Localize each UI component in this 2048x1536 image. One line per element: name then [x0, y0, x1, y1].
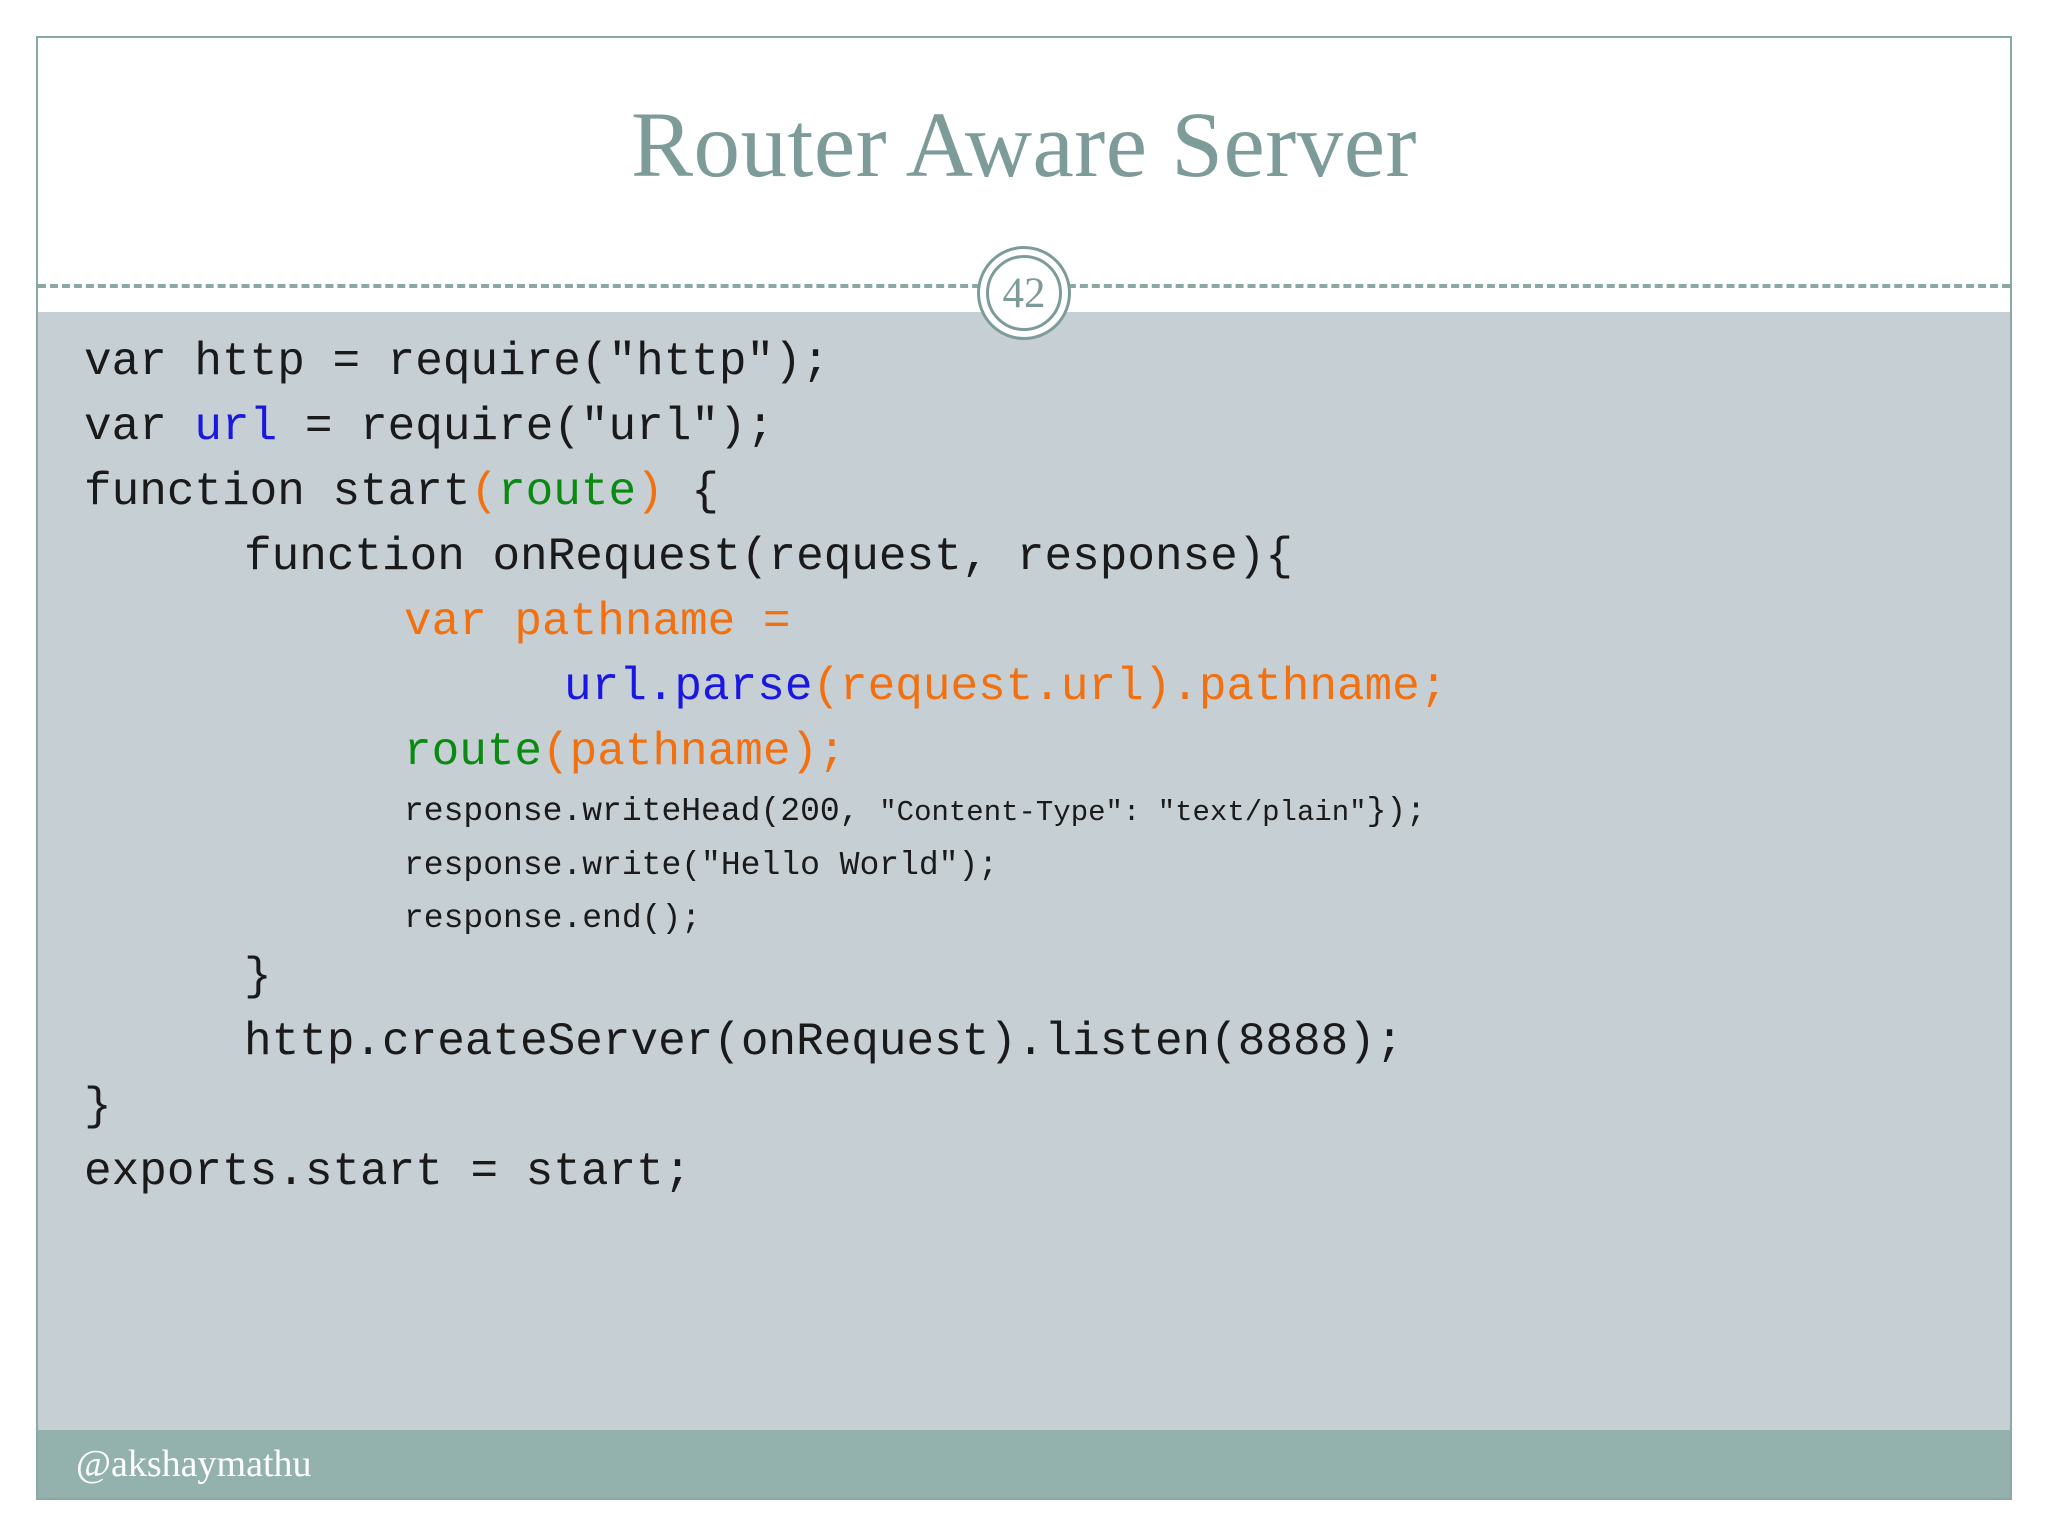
code-line: function start(route) { [84, 460, 2000, 525]
code-line: var pathname = [84, 590, 2000, 655]
page-number-badge-inner-ring: 42 [986, 255, 1062, 331]
code-token: var http = require("http"); [84, 336, 830, 388]
code-token: route [404, 726, 543, 778]
code-token: http.createServer(onRequest).listen(8888… [244, 1016, 1404, 1068]
code-line: response.end(); [84, 892, 2000, 945]
code-line: http.createServer(onRequest).listen(8888… [84, 1010, 2000, 1075]
code-token: } [244, 951, 272, 1003]
code-line: url.parse(request.url).pathname; [84, 655, 2000, 720]
code-line: function onRequest(request, response){ [84, 525, 2000, 590]
code-line: route(pathname); [84, 720, 2000, 785]
footer-bar: @akshaymathu [38, 1430, 2010, 1498]
code-line: exports.start = start; [84, 1140, 2000, 1205]
code-token: url [194, 401, 278, 453]
code-token: ) [636, 466, 664, 518]
code-line: response.write("Hello World"); [84, 839, 2000, 892]
code-token: response.write("Hello World"); [404, 847, 999, 884]
code-token: } [84, 1081, 112, 1133]
code-token: "Content-Type": "text/plain" [879, 796, 1367, 829]
code-token: { [663, 466, 719, 518]
code-listing: var http = require("http"); var url = req… [84, 330, 2000, 1205]
page-number-badge: 42 [977, 246, 1071, 340]
code-line: var url = require("url"); [84, 395, 2000, 460]
code-token: }); [1366, 793, 1426, 830]
page-number-label: 42 [1002, 269, 1046, 317]
code-line: var http = require("http"); [84, 330, 2000, 395]
code-line: response.writeHead(200, "Content-Type": … [84, 785, 2000, 839]
code-token: route [498, 466, 637, 518]
code-panel: var http = require("http"); var url = req… [38, 312, 2010, 1430]
code-line: } [84, 945, 2000, 1010]
code-token: ( [470, 466, 499, 518]
code-token: function onRequest(request, response){ [244, 531, 1293, 583]
author-handle: @akshaymathu [76, 1443, 312, 1485]
title-area: Router Aware Server [38, 38, 2010, 253]
code-token: var pathname = [404, 596, 791, 648]
code-token: = require("url"); [277, 401, 775, 453]
code-token: url.parse [564, 661, 813, 713]
code-token: function start [84, 466, 471, 518]
code-token: var [84, 401, 195, 453]
code-token: response.end(); [404, 900, 702, 937]
code-token: (request.url).pathname; [812, 661, 1448, 713]
code-token: (pathname); [542, 726, 846, 778]
code-token: response.writeHead(200, [404, 793, 880, 830]
page-title: Router Aware Server [630, 93, 1417, 197]
code-token: exports.start = start; [84, 1146, 692, 1198]
code-line: } [84, 1075, 2000, 1140]
